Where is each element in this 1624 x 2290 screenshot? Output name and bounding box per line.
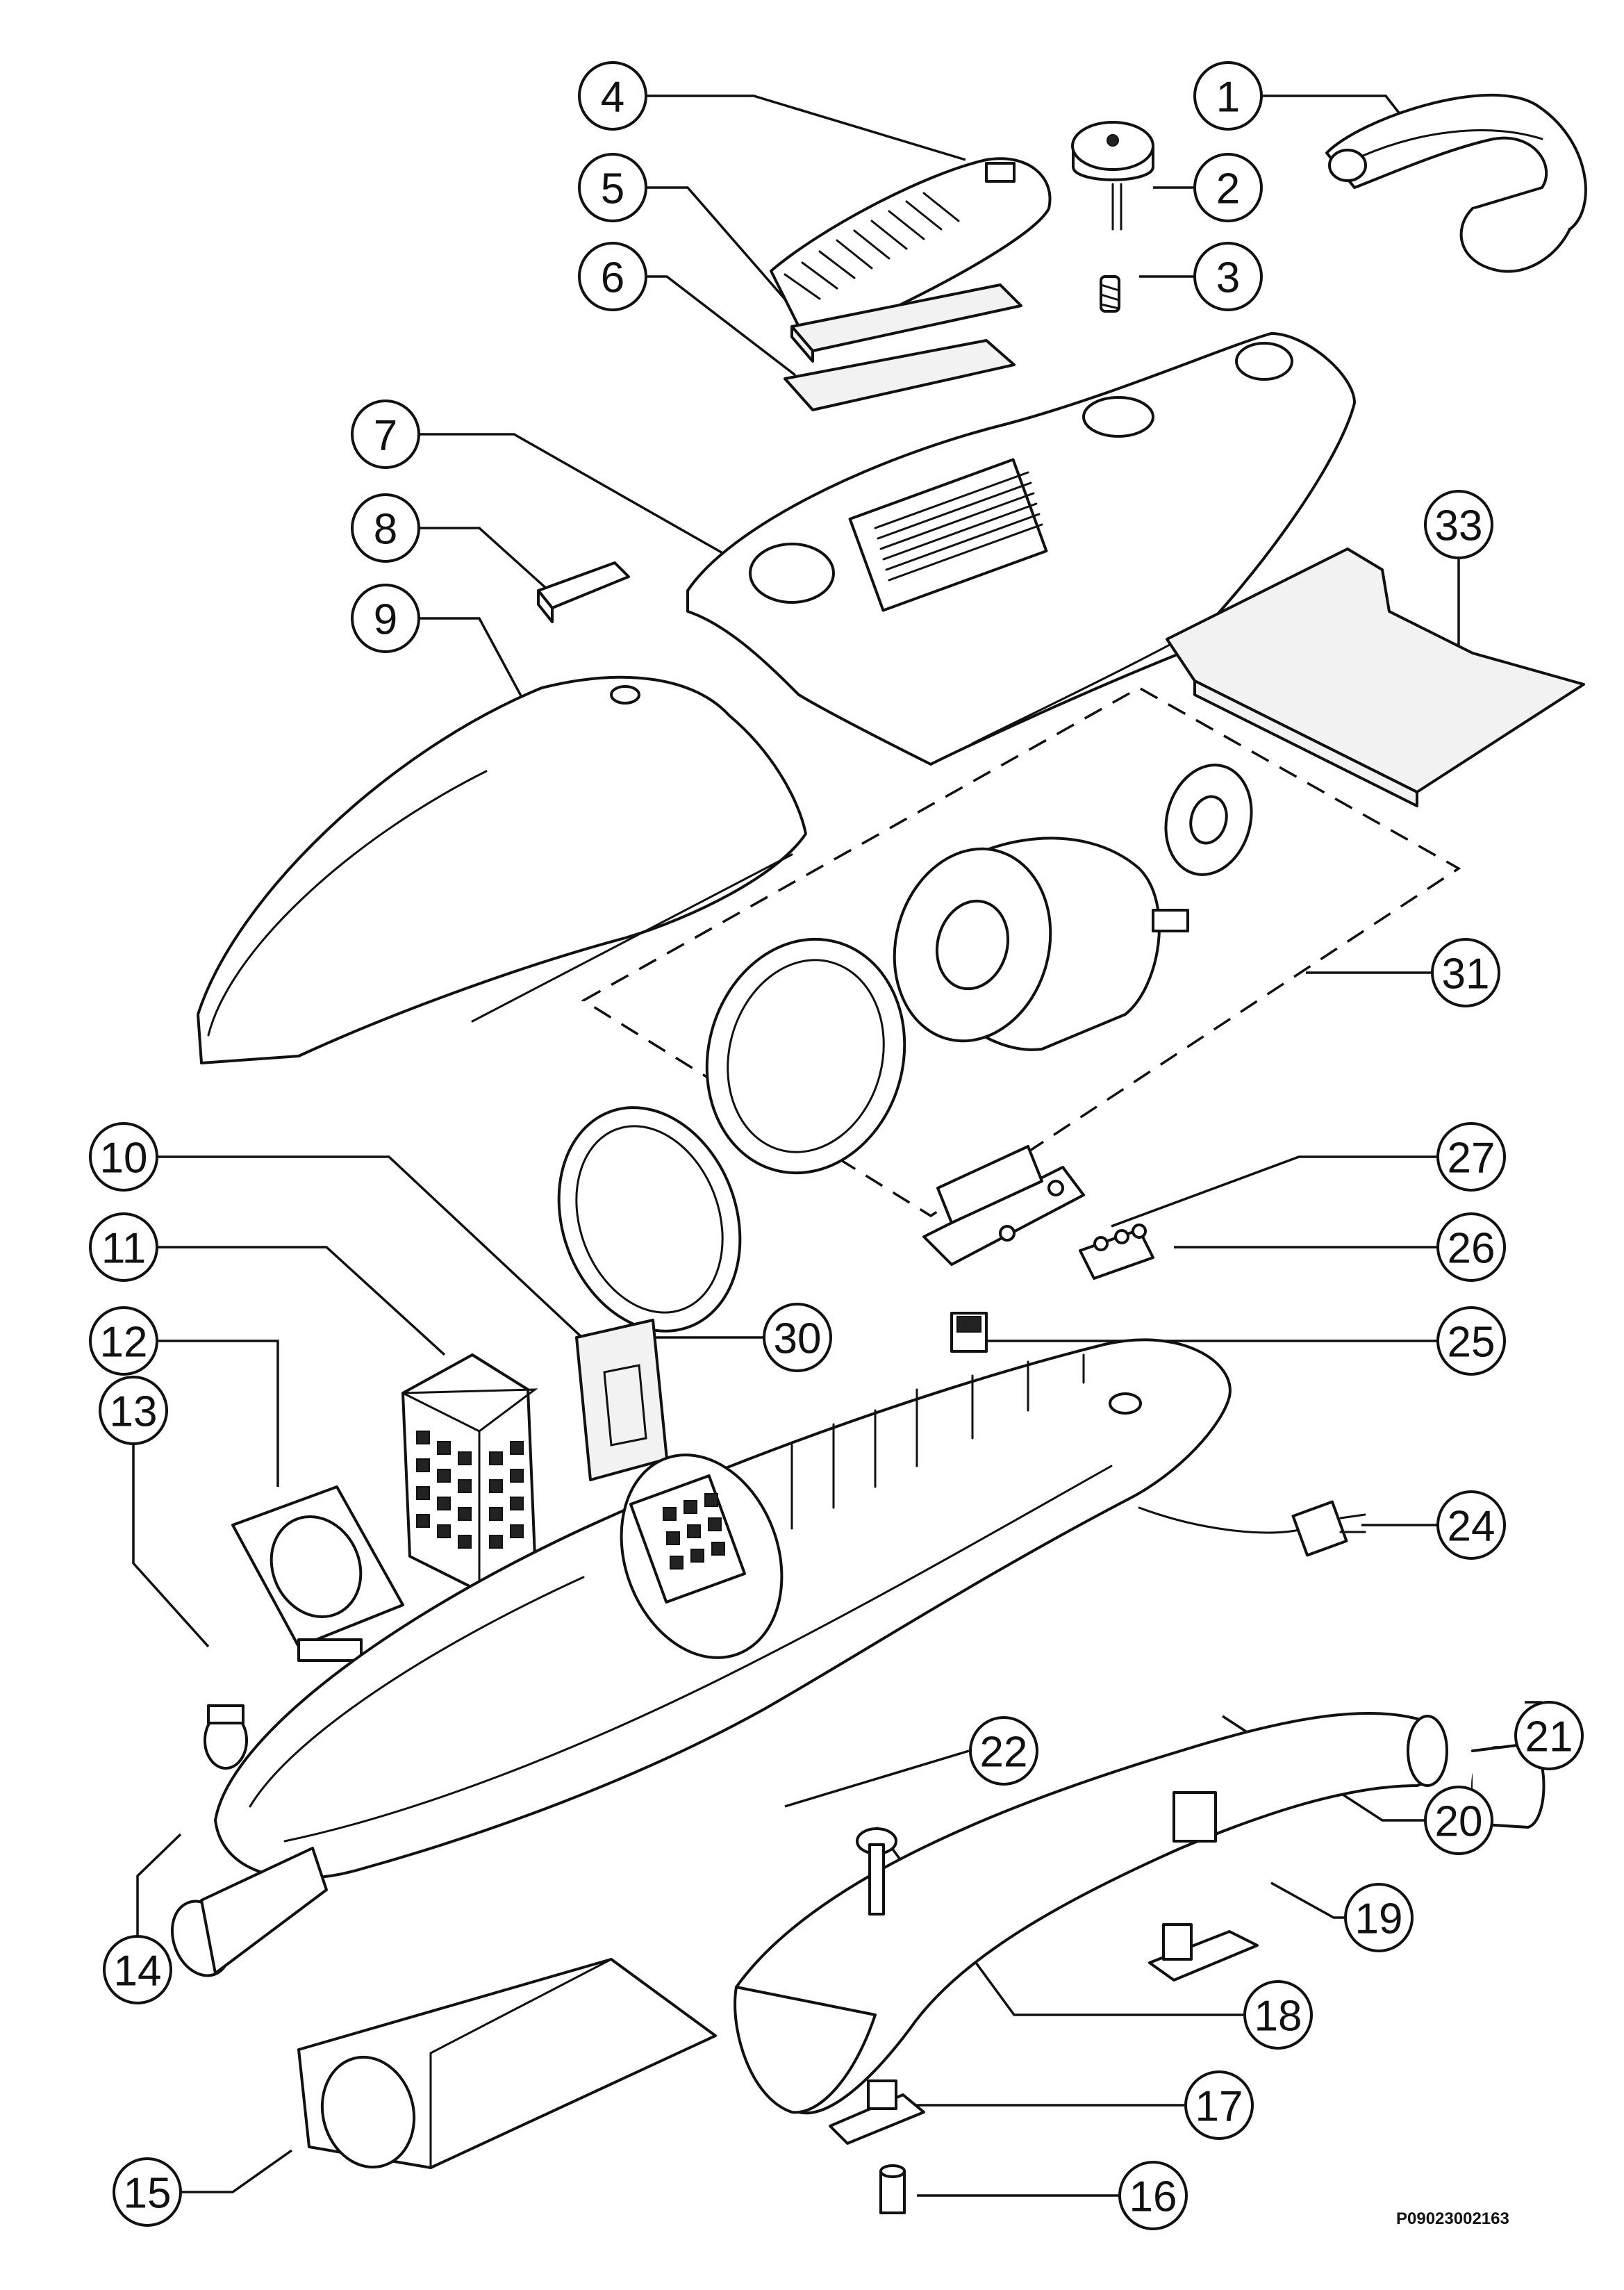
handle-part <box>1325 94 1587 273</box>
svg-text:19: 19 <box>1355 1895 1403 1943</box>
callout-9: 9 <box>351 584 420 653</box>
svg-text:5: 5 <box>601 165 624 213</box>
latch-part <box>1148 1923 1259 1982</box>
callout-22: 22 <box>969 1716 1038 1786</box>
svg-text:8: 8 <box>374 506 397 554</box>
svg-text:4: 4 <box>601 74 624 122</box>
drawing-code: P09023002163 <box>1396 2209 1509 2228</box>
callout-25: 25 <box>1436 1306 1506 1376</box>
callout-33: 33 <box>1424 490 1493 559</box>
callout-1: 1 <box>1193 61 1263 131</box>
svg-text:17: 17 <box>1195 2083 1243 2131</box>
callout-19: 19 <box>1344 1883 1414 1952</box>
motor-ring-part <box>705 937 906 1175</box>
filter-pad-part <box>790 283 1022 363</box>
crevice-tool-part <box>734 1711 1448 2115</box>
callout-11: 11 <box>89 1212 158 1282</box>
callout-26: 26 <box>1436 1212 1506 1282</box>
svg-text:24: 24 <box>1448 1503 1495 1551</box>
circuit-board-part <box>922 1145 1085 1266</box>
svg-text:33: 33 <box>1435 502 1483 550</box>
foam-block-part <box>1166 547 1585 807</box>
svg-text:9: 9 <box>374 596 397 644</box>
callout-30: 30 <box>763 1303 832 1372</box>
callout-2: 2 <box>1193 153 1263 222</box>
filter-frame-part <box>231 1485 404 1662</box>
callout-12: 12 <box>89 1306 158 1376</box>
svg-text:10: 10 <box>100 1135 148 1183</box>
switch-part <box>950 1312 988 1353</box>
spring-part <box>1100 275 1120 313</box>
svg-text:14: 14 <box>114 1947 162 1995</box>
svg-text:20: 20 <box>1435 1798 1483 1846</box>
svg-text:3: 3 <box>1216 254 1240 302</box>
motor-gasket-part <box>1164 764 1253 876</box>
callout-3: 3 <box>1193 242 1263 311</box>
callout-10: 10 <box>89 1122 158 1192</box>
dust-bag-part <box>297 1958 718 2170</box>
lower-housing-part <box>170 1338 1366 1977</box>
svg-text:1: 1 <box>1216 74 1240 122</box>
top-cover-part <box>197 675 807 1064</box>
upper-housing-part <box>686 332 1356 766</box>
cap-part <box>879 2164 906 2214</box>
svg-text:7: 7 <box>374 412 397 460</box>
svg-text:15: 15 <box>124 2170 172 2218</box>
callout-17: 17 <box>1184 2070 1254 2140</box>
grille-cover-part <box>770 157 1052 328</box>
svg-text:30: 30 <box>774 1315 822 1363</box>
svg-text:18: 18 <box>1254 1993 1302 2041</box>
callout-24: 24 <box>1436 1490 1506 1560</box>
svg-text:25: 25 <box>1448 1319 1495 1367</box>
filter-plate-part <box>575 1319 668 1481</box>
svg-text:6: 6 <box>601 254 624 302</box>
callout-7: 7 <box>351 399 420 469</box>
motor-body-part <box>893 837 1189 1051</box>
svg-text:22: 22 <box>980 1729 1028 1777</box>
svg-text:11: 11 <box>101 1225 146 1273</box>
callout-16: 16 <box>1118 2161 1188 2230</box>
callout-13: 13 <box>99 1376 168 1445</box>
button-part <box>537 561 630 623</box>
svg-text:16: 16 <box>1129 2173 1177 2221</box>
valve-part <box>1071 121 1154 231</box>
svg-text:21: 21 <box>1525 1713 1573 1761</box>
svg-text:13: 13 <box>110 1388 158 1436</box>
pin-part <box>856 1827 897 1916</box>
callout-15: 15 <box>113 2157 182 2227</box>
svg-text:12: 12 <box>100 1319 148 1367</box>
callout-31: 31 <box>1431 938 1500 1007</box>
callout-20: 20 <box>1424 1786 1493 1855</box>
svg-text:31: 31 <box>1442 950 1490 998</box>
filter-sheet-part <box>784 339 1016 411</box>
slider-part <box>829 2079 925 2145</box>
svg-text:27: 27 <box>1448 1135 1495 1183</box>
terminal-block-part <box>1079 1224 1154 1280</box>
ring-seal-part <box>557 1106 742 1333</box>
callout-18: 18 <box>1243 1980 1313 2050</box>
hepa-filter-part <box>401 1353 538 1592</box>
callout-4: 4 <box>578 61 647 131</box>
callout-14: 14 <box>103 1935 172 2004</box>
clip-part <box>204 1704 248 1770</box>
callout-5: 5 <box>578 153 647 222</box>
callout-21: 21 <box>1514 1701 1584 1770</box>
callout-6: 6 <box>578 242 647 311</box>
callout-8: 8 <box>351 493 420 563</box>
svg-text:2: 2 <box>1216 165 1240 213</box>
svg-text:26: 26 <box>1448 1225 1495 1273</box>
callout-27: 27 <box>1436 1122 1506 1192</box>
